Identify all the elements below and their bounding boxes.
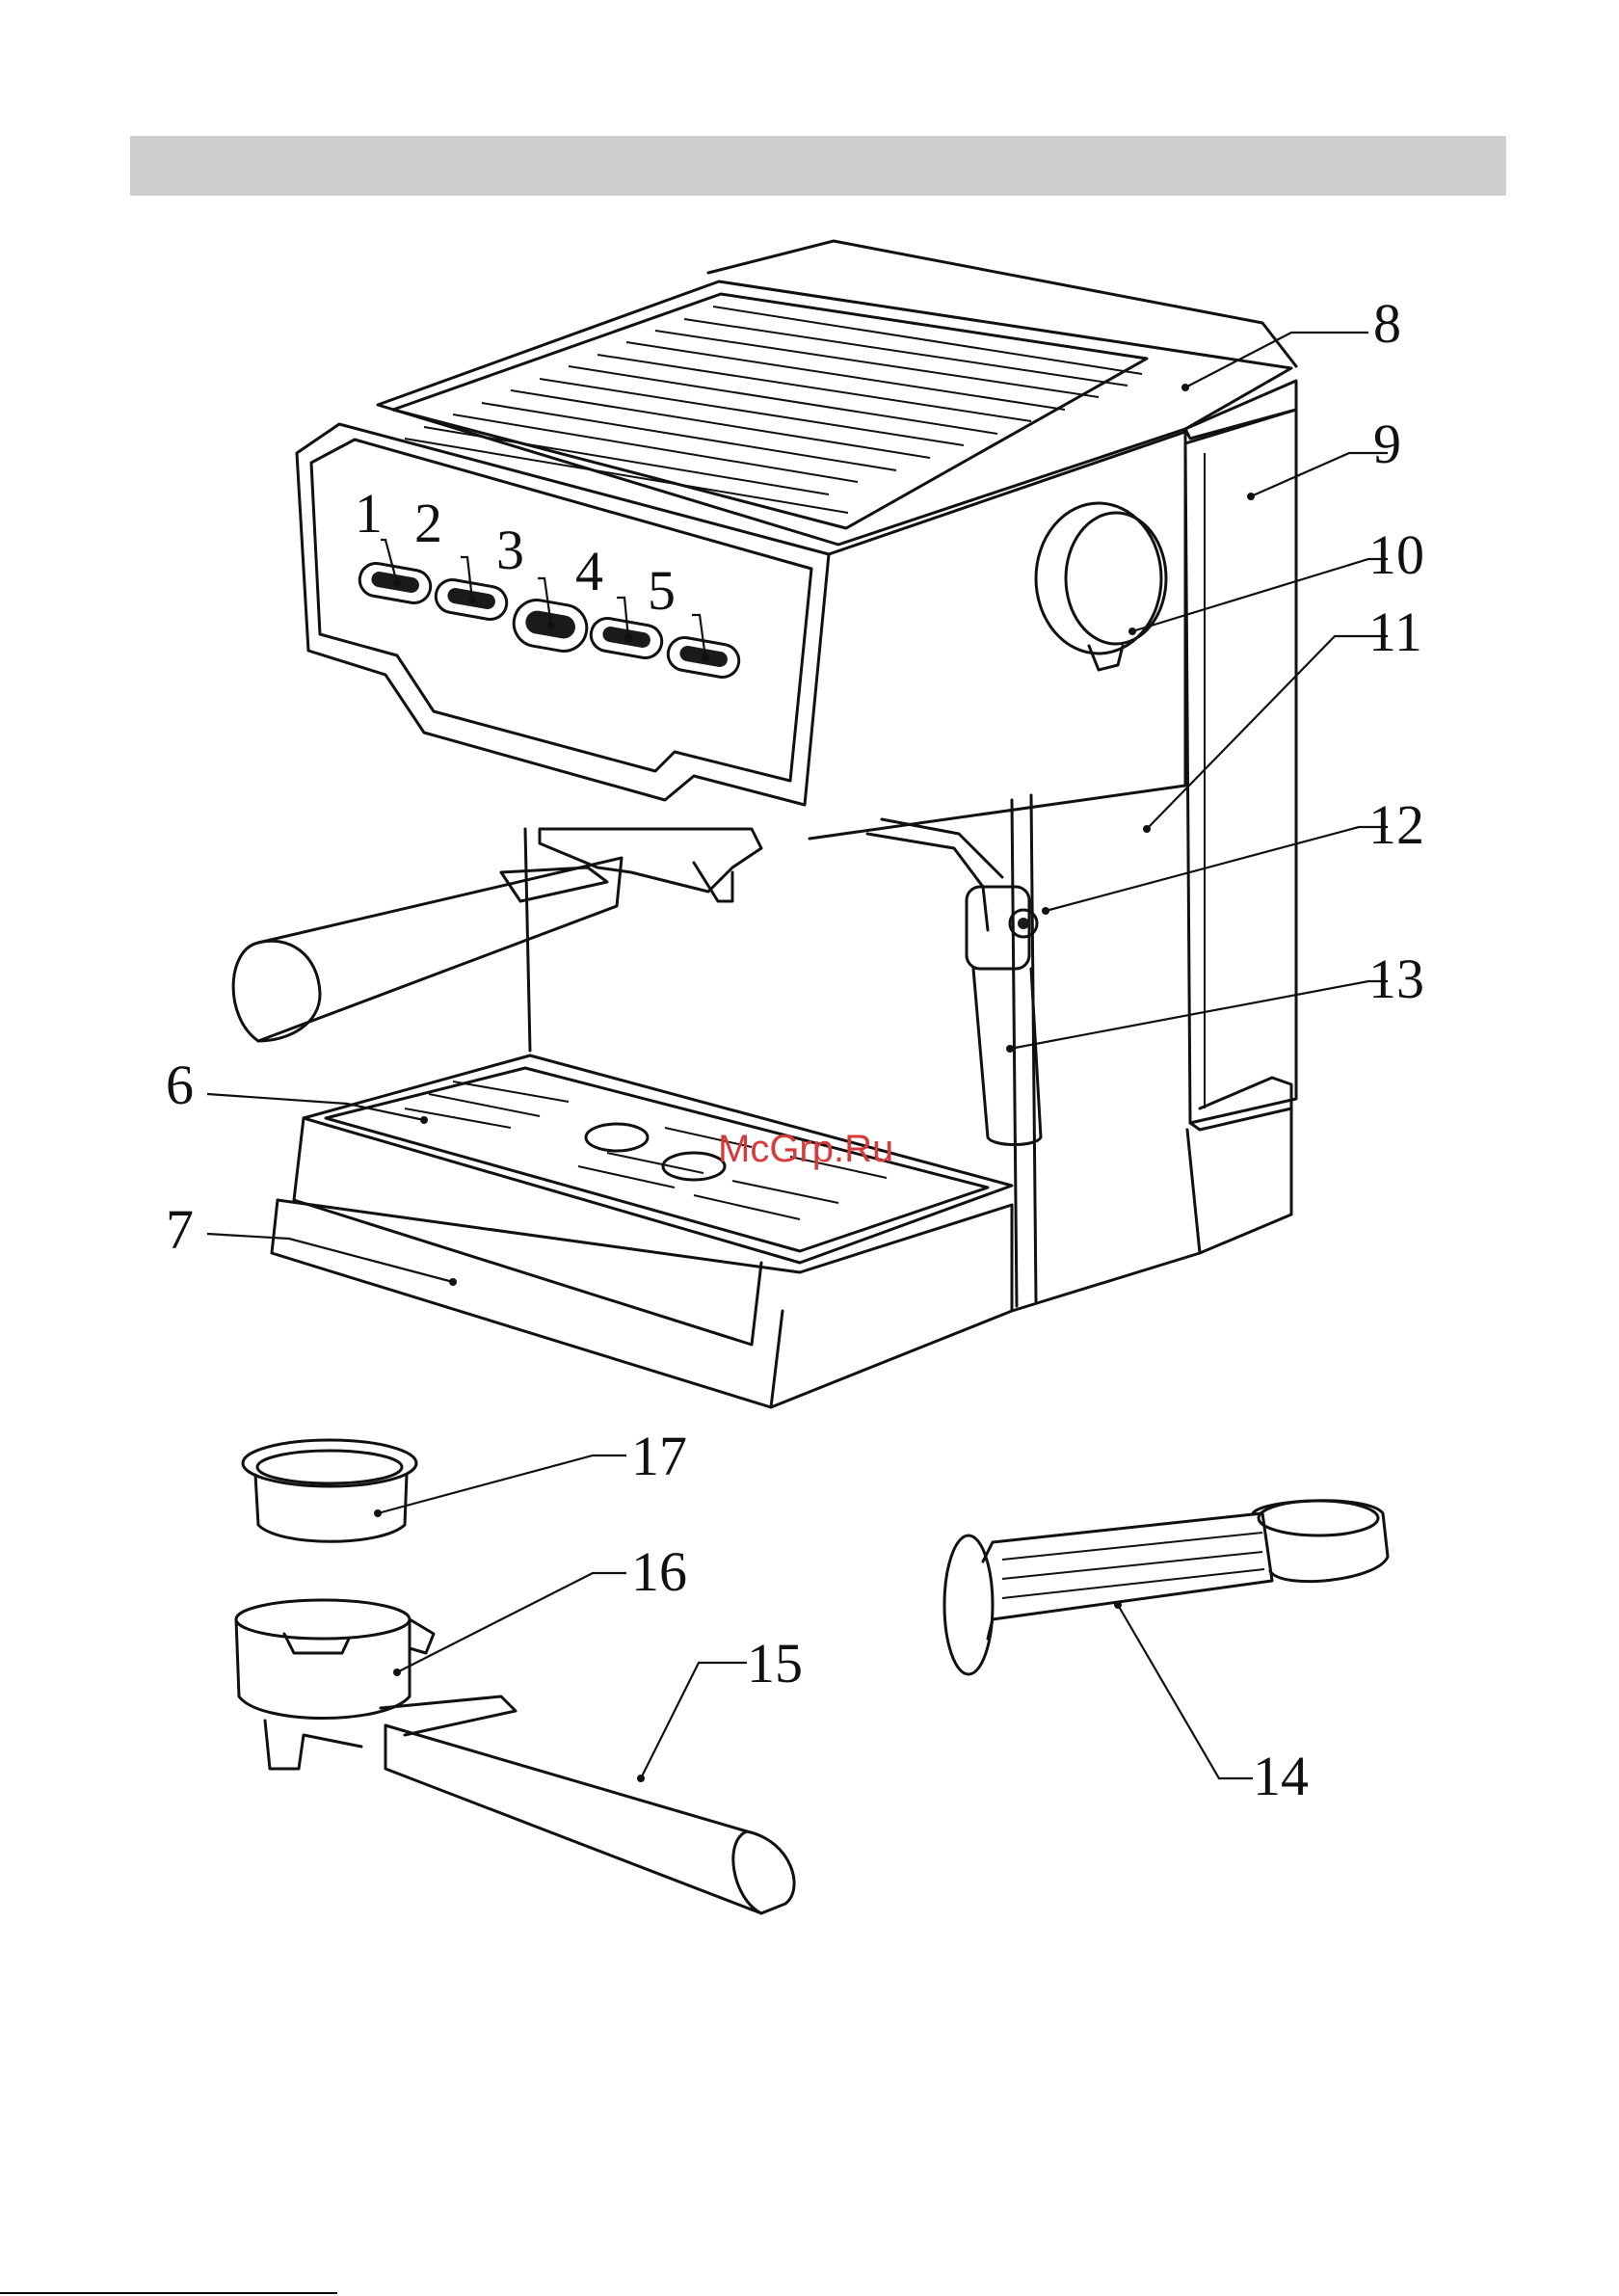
callout-12: 12 bbox=[1368, 793, 1424, 856]
drip-tray bbox=[294, 1055, 1012, 1345]
callout-3: 3 bbox=[496, 519, 524, 581]
callout-16: 16 bbox=[631, 1540, 687, 1603]
callout-8: 8 bbox=[1373, 292, 1401, 355]
footer-rule bbox=[0, 2292, 337, 2294]
callout-15: 15 bbox=[747, 1632, 803, 1695]
control-buttons bbox=[358, 561, 742, 680]
mounted-portafilter bbox=[233, 829, 761, 1041]
filter-basket bbox=[243, 1440, 416, 1541]
callout-10: 10 bbox=[1368, 523, 1424, 586]
steam-knob bbox=[1036, 503, 1166, 670]
callout-7: 7 bbox=[166, 1198, 194, 1261]
watermark-text: McGrp.Ru bbox=[718, 1128, 893, 1170]
callout-17: 17 bbox=[631, 1425, 687, 1487]
portafilter bbox=[236, 1600, 794, 1913]
machine-body bbox=[272, 241, 1296, 1407]
callout-4: 4 bbox=[575, 540, 603, 602]
callout-6: 6 bbox=[166, 1054, 194, 1116]
callout-2: 2 bbox=[414, 492, 442, 554]
callout-5: 5 bbox=[648, 559, 676, 622]
callout-1: 1 bbox=[355, 482, 383, 545]
callout-9: 9 bbox=[1373, 413, 1401, 475]
callout-11: 11 bbox=[1368, 601, 1422, 663]
tamper bbox=[944, 1501, 1388, 1674]
callout-labels: 1 2 3 4 5 6 7 8 9 10 11 12 13 14 15 16 1… bbox=[166, 292, 1424, 1807]
callout-13: 13 bbox=[1368, 948, 1424, 1010]
leader-lines bbox=[207, 333, 1388, 1782]
callout-14: 14 bbox=[1253, 1745, 1309, 1807]
